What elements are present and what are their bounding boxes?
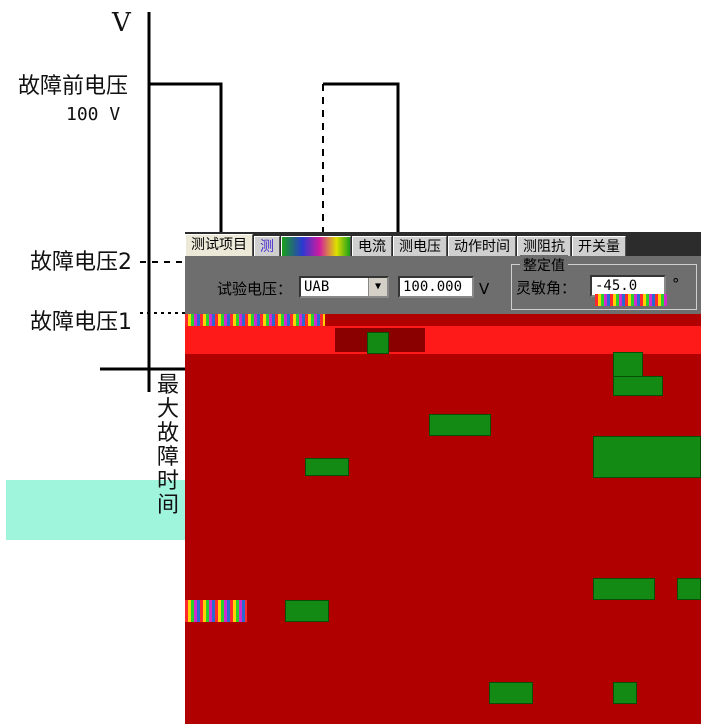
render-artifact xyxy=(677,578,701,600)
test-voltage-phase-select[interactable]: UAB ▼ xyxy=(299,276,389,298)
render-artifact xyxy=(185,314,325,326)
test-voltage-label: 试验电压： xyxy=(217,280,293,298)
render-artifact xyxy=(613,376,663,396)
tab-impedance[interactable]: 测阻抗 xyxy=(517,236,571,256)
tab-switch[interactable]: 开关量 xyxy=(572,236,626,256)
render-artifact xyxy=(367,332,389,354)
render-artifact xyxy=(305,458,349,476)
render-artifact xyxy=(185,600,247,622)
test-voltage-phase-value: UAB xyxy=(304,279,330,295)
fault-voltage-1-label: 故障电压1 xyxy=(30,310,132,335)
voltage-axis-label: V xyxy=(112,8,131,38)
tab-bar: 测试项目 测 电流 测电压 动作时间 测阻抗 开关量 xyxy=(185,232,701,256)
tab-partial[interactable]: 测 xyxy=(254,236,280,256)
second-pulse-line xyxy=(323,82,400,240)
setting-group-title: 整定值 xyxy=(520,255,568,275)
render-artifact xyxy=(593,436,701,478)
render-artifact xyxy=(285,600,329,622)
render-artifact xyxy=(613,682,637,704)
sensitive-angle-unit: ° xyxy=(672,275,680,293)
sensitive-angle-label: 灵敏角： xyxy=(516,279,577,297)
tab-test-items[interactable]: 测试项目 xyxy=(185,234,253,256)
prefault-voltage-line xyxy=(149,82,223,240)
test-voltage-unit: V xyxy=(479,280,490,298)
settings-panel: 试验电压： UAB ▼ 100.000 V 整定值 灵敏角： -45.0 ° xyxy=(185,255,701,314)
render-artifact xyxy=(489,682,533,704)
test-software-window: 测试项目 测 电流 测电压 动作时间 测阻抗 开关量 试验电压： UAB ▼ 1… xyxy=(185,232,701,724)
render-artifact xyxy=(593,578,655,600)
setting-group: 整定值 灵敏角： -45.0 ° xyxy=(511,255,697,310)
prefault-voltage-value: 100 V xyxy=(66,104,121,125)
tab-action-time[interactable]: 动作时间 xyxy=(448,236,516,256)
highlight-band xyxy=(6,480,186,540)
chevron-down-icon[interactable]: ▼ xyxy=(368,278,387,296)
prefault-voltage-label: 故障前电压 xyxy=(18,74,129,99)
fault-voltage-2-label: 故障电压2 xyxy=(30,250,132,275)
test-voltage-input[interactable]: 100.000 xyxy=(398,276,474,298)
tab-current[interactable]: 电流 xyxy=(352,236,392,256)
render-artifact xyxy=(429,414,491,436)
tab-corrupted[interactable] xyxy=(281,236,351,256)
max-fault-time-label: 最大故障时间 xyxy=(157,373,180,518)
render-artifact xyxy=(595,294,667,306)
tab-voltage[interactable]: 测电压 xyxy=(393,236,447,256)
render-artifact xyxy=(185,326,701,354)
